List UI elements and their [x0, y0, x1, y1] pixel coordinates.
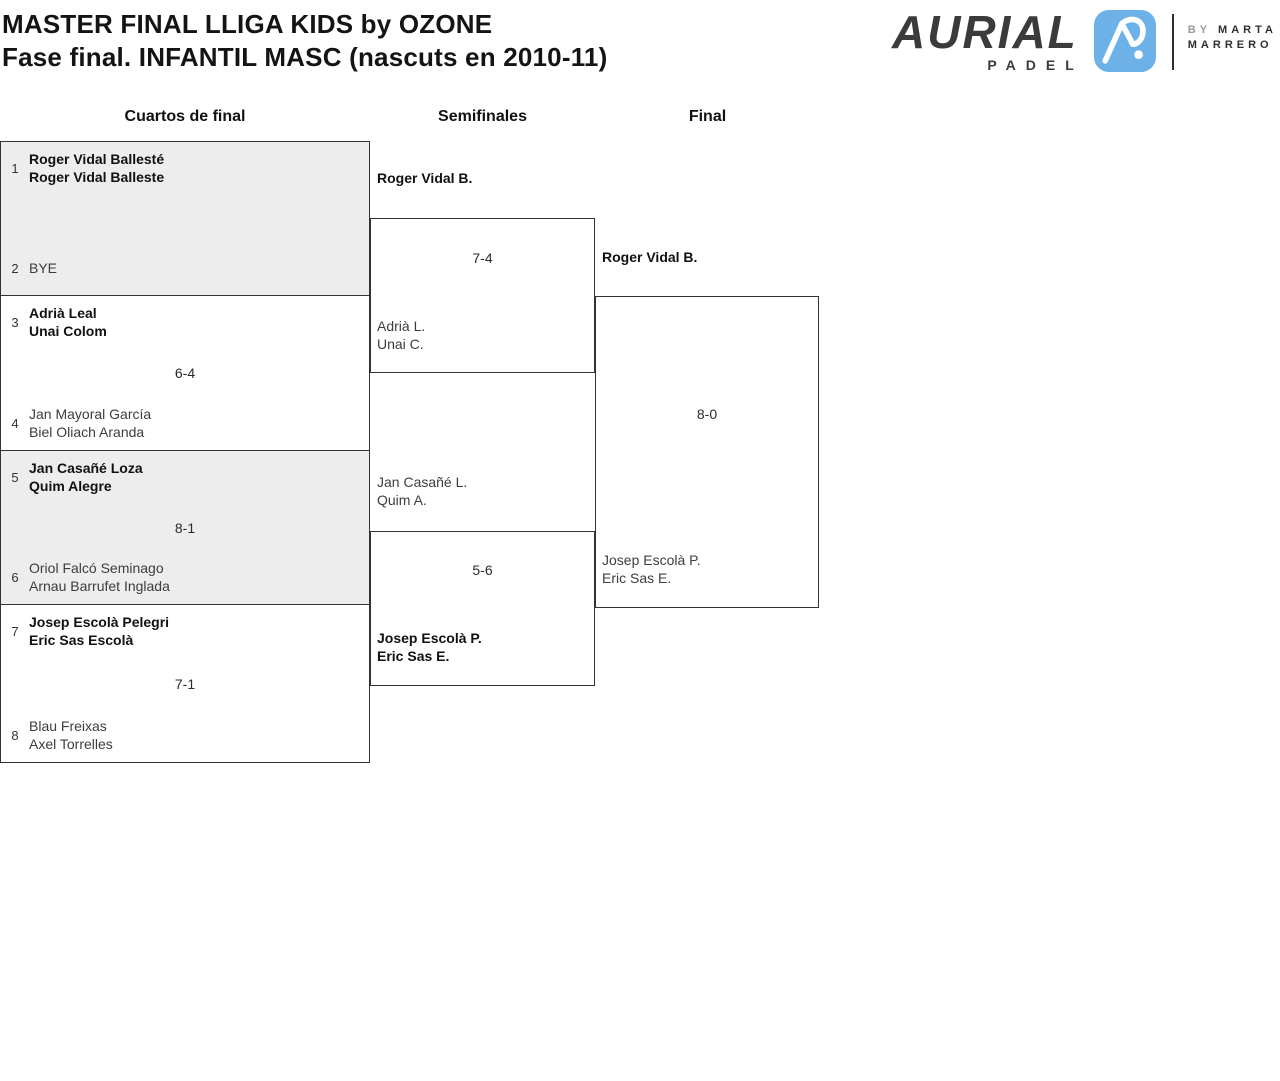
player-name: Josep Escolà Pelegri: [29, 614, 170, 630]
sf-match-2-box: [370, 531, 595, 686]
logo-brand-text: AURIAL: [892, 6, 1078, 58]
player-name: Josep Escolà P.: [377, 630, 482, 646]
final-match-box: [595, 296, 819, 608]
logo-sub-text: PADEL: [987, 57, 1084, 73]
player-name: Unai Colom: [29, 323, 107, 339]
sf1-team-bottom: Adrià L. Unai C.: [377, 317, 425, 353]
player-name: Roger Vidal B.: [377, 170, 473, 186]
logo-byline-line1: BY MARTA: [1188, 23, 1277, 38]
qf4-team-bottom: 8 Blau Freixas Axel Torrelles: [7, 717, 113, 753]
logo-by-name1: MARTA: [1218, 24, 1277, 36]
player-name: Eric Sas E.: [377, 648, 450, 664]
sf-match-1-box: [370, 218, 595, 373]
seed-number: 4: [11, 415, 19, 431]
player-name: Roger Vidal Balleste: [29, 169, 165, 185]
player-name: Unai C.: [377, 336, 424, 352]
match-score: 5-6: [472, 562, 493, 578]
seed-number: 1: [11, 160, 19, 176]
player-name: BYE: [29, 260, 58, 276]
sf2-team-bottom: Josep Escolà P. Eric Sas E.: [377, 629, 482, 665]
qf2-team-top: 3 Adrià Leal Unai Colom: [7, 304, 107, 340]
seed-number: 5: [11, 469, 19, 485]
player-name: Arnau Barrufet Inglada: [29, 578, 170, 594]
player-name: Jan Mayoral García: [29, 406, 152, 422]
player-name: Quim Alegre: [29, 478, 112, 494]
seed-number: 8: [11, 727, 19, 743]
round-header-cuartos: Cuartos de final: [124, 108, 246, 125]
match-score: 7-1: [174, 675, 196, 692]
aurial-monogram-icon: [1093, 10, 1156, 72]
qf3-team-top: 5 Jan Casañé Loza Quim Alegre: [7, 459, 143, 495]
seed-number: 6: [11, 569, 19, 585]
player-name: Oriol Falcó Seminago: [29, 560, 164, 576]
player-name: Adrià Leal: [29, 305, 97, 321]
seed-number: 7: [11, 623, 19, 639]
qf-match-1: 1 Roger Vidal Ballesté Roger Vidal Balle…: [0, 141, 370, 296]
page-title-line1: MASTER FINAL LLIGA KIDS by OZONE: [2, 9, 493, 39]
qf1-team-top: 1 Roger Vidal Ballesté Roger Vidal Balle…: [7, 150, 164, 186]
logo-byline: BY MARTA MARRERO: [1188, 23, 1277, 53]
player-name: Eric Sas E.: [602, 570, 672, 586]
player-name: Axel Torrelles: [29, 736, 113, 752]
match-score: 8-1: [174, 519, 196, 536]
match-score: 7-4: [472, 250, 493, 266]
seed-number: 2: [11, 260, 19, 276]
player-name: Jan Casañé Loza: [29, 460, 143, 476]
seed-number: 3: [11, 314, 19, 330]
aurial-monogram-glyph: [1102, 16, 1146, 64]
logo-divider: [1171, 14, 1174, 70]
qf-match-4: 7 Josep Escolà Pelegri Eric Sas Escolà 7…: [0, 604, 370, 763]
player-name: Quim A.: [377, 492, 427, 508]
final-team-bottom: Josep Escolà P. Eric Sas E.: [602, 551, 701, 587]
final-team-top: Roger Vidal B.: [602, 248, 697, 266]
page-title: MASTER FINAL LLIGA KIDS by OZONE Fase fi…: [2, 8, 607, 74]
sf2-team-top: Jan Casañé L. Quim A.: [377, 473, 467, 509]
player-name: Josep Escolà P.: [602, 552, 701, 568]
player-name: Blau Freixas: [29, 718, 107, 734]
logo-by-name2: MARRERO: [1187, 39, 1273, 51]
round-header-final: Final: [688, 108, 727, 125]
sf1-team-top: Roger Vidal B.: [377, 169, 472, 187]
qf2-team-bottom: 4 Jan Mayoral García Biel Oliach Aranda: [7, 405, 151, 441]
qf-match-2: 3 Adrià Leal Unai Colom 6-4 4 Jan Mayora…: [0, 295, 370, 451]
qf3-team-bottom: 6 Oriol Falcó Seminago Arnau Barrufet In…: [7, 559, 170, 595]
player-name: Eric Sas Escolà: [29, 632, 134, 648]
aurial-padel-logo: AURIAL PADEL BY MARTA MARRERO: [892, 8, 1277, 73]
qf1-team-bottom: 2 BYE: [7, 259, 57, 277]
match-score: 8-0: [696, 406, 718, 422]
player-name: Biel Oliach Aranda: [29, 424, 145, 440]
round-header-semifinales: Semifinales: [438, 108, 527, 125]
match-score: 6-4: [174, 365, 196, 381]
player-name: Roger Vidal Ballesté: [29, 151, 165, 167]
qf4-team-top: 7 Josep Escolà Pelegri Eric Sas Escolà: [7, 613, 169, 649]
page-title-line2: Fase final. INFANTIL MASC (nascuts en 20…: [2, 42, 608, 72]
logo-by-prefix: BY: [1187, 24, 1212, 36]
logo-wordmark: AURIAL PADEL: [892, 8, 1078, 73]
player-name: Jan Casañé L.: [377, 474, 468, 490]
player-name: Adrià L.: [377, 318, 426, 334]
qf-match-3: 5 Jan Casañé Loza Quim Alegre 8-1 6 Orio…: [0, 450, 370, 605]
player-name: Roger Vidal B.: [602, 249, 698, 265]
